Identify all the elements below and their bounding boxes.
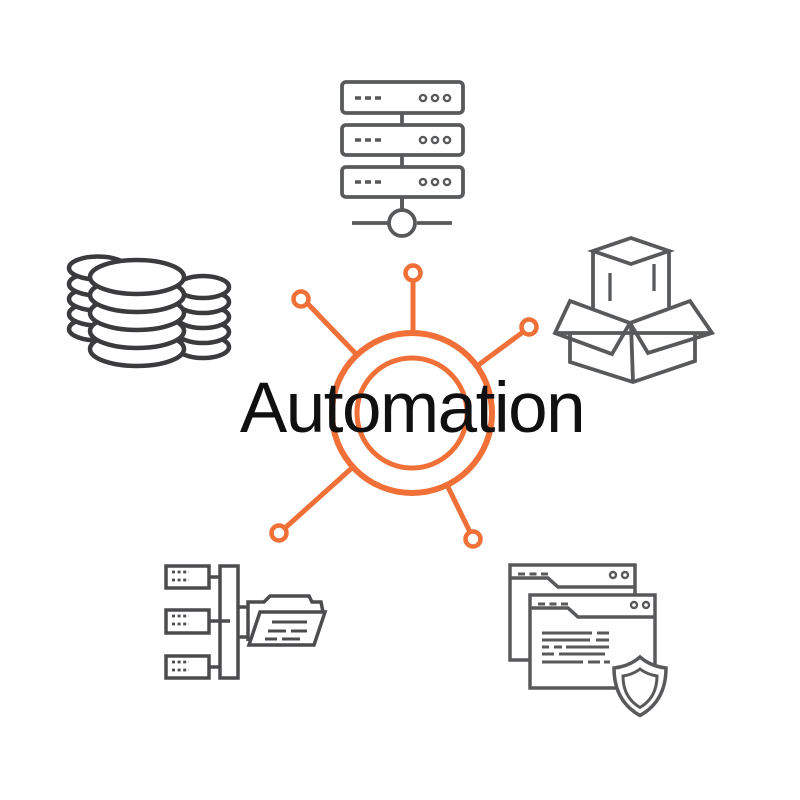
coin-stacks-icon xyxy=(66,254,232,369)
box-flap-left xyxy=(552,298,633,357)
tree-node-box xyxy=(164,608,211,635)
hub-spoke-lower-right xyxy=(444,483,473,534)
hub-node-upper-left xyxy=(291,289,311,309)
hub-spoke-lower-left xyxy=(283,465,355,530)
shield-inner xyxy=(621,667,659,710)
folder-tree-icon xyxy=(164,564,328,680)
hub-spoke-upper-left xyxy=(306,302,359,357)
network-node-circle xyxy=(387,208,417,238)
hub-node-top xyxy=(403,263,423,283)
hub-node-upper-right xyxy=(519,317,539,337)
hub-node-lower-left xyxy=(269,523,289,543)
hub-node-lower-right xyxy=(463,529,483,549)
tree-node-box xyxy=(164,564,211,590)
folder-text-lines xyxy=(265,620,307,641)
shield-outer xyxy=(612,654,668,718)
coin-stack-front xyxy=(87,257,187,369)
automation-hub xyxy=(269,263,539,549)
hub-spoke-upper-right xyxy=(475,329,525,369)
browser-titlebar xyxy=(510,576,635,589)
server-row xyxy=(340,80,465,115)
browser-control-button xyxy=(641,600,651,610)
browser-control-button xyxy=(629,600,639,610)
hub-inner-circle xyxy=(354,355,470,471)
browser-window-front xyxy=(528,593,657,690)
server-indicator-lights xyxy=(418,93,452,187)
browser-titlebar xyxy=(530,606,655,619)
secure-browser-windows-icon xyxy=(508,563,668,718)
server-row xyxy=(340,123,465,157)
open-box-icon xyxy=(552,235,716,384)
tree-node-box xyxy=(164,654,211,680)
folder-back xyxy=(246,594,325,641)
hub-label: Automation xyxy=(240,369,584,448)
server-stack-icon xyxy=(340,80,465,238)
box-flap-right xyxy=(627,298,716,356)
box-front-edge xyxy=(629,323,635,383)
browser-control-button xyxy=(620,570,630,580)
package-cube xyxy=(587,235,675,309)
browser-text-lines xyxy=(542,631,610,664)
hub-outer-circle xyxy=(329,330,495,496)
browser-control-button xyxy=(608,570,618,580)
tree-bus xyxy=(218,564,240,680)
tree-node-dots xyxy=(172,570,189,672)
shield-icon xyxy=(612,654,668,718)
folder-front xyxy=(246,610,328,647)
